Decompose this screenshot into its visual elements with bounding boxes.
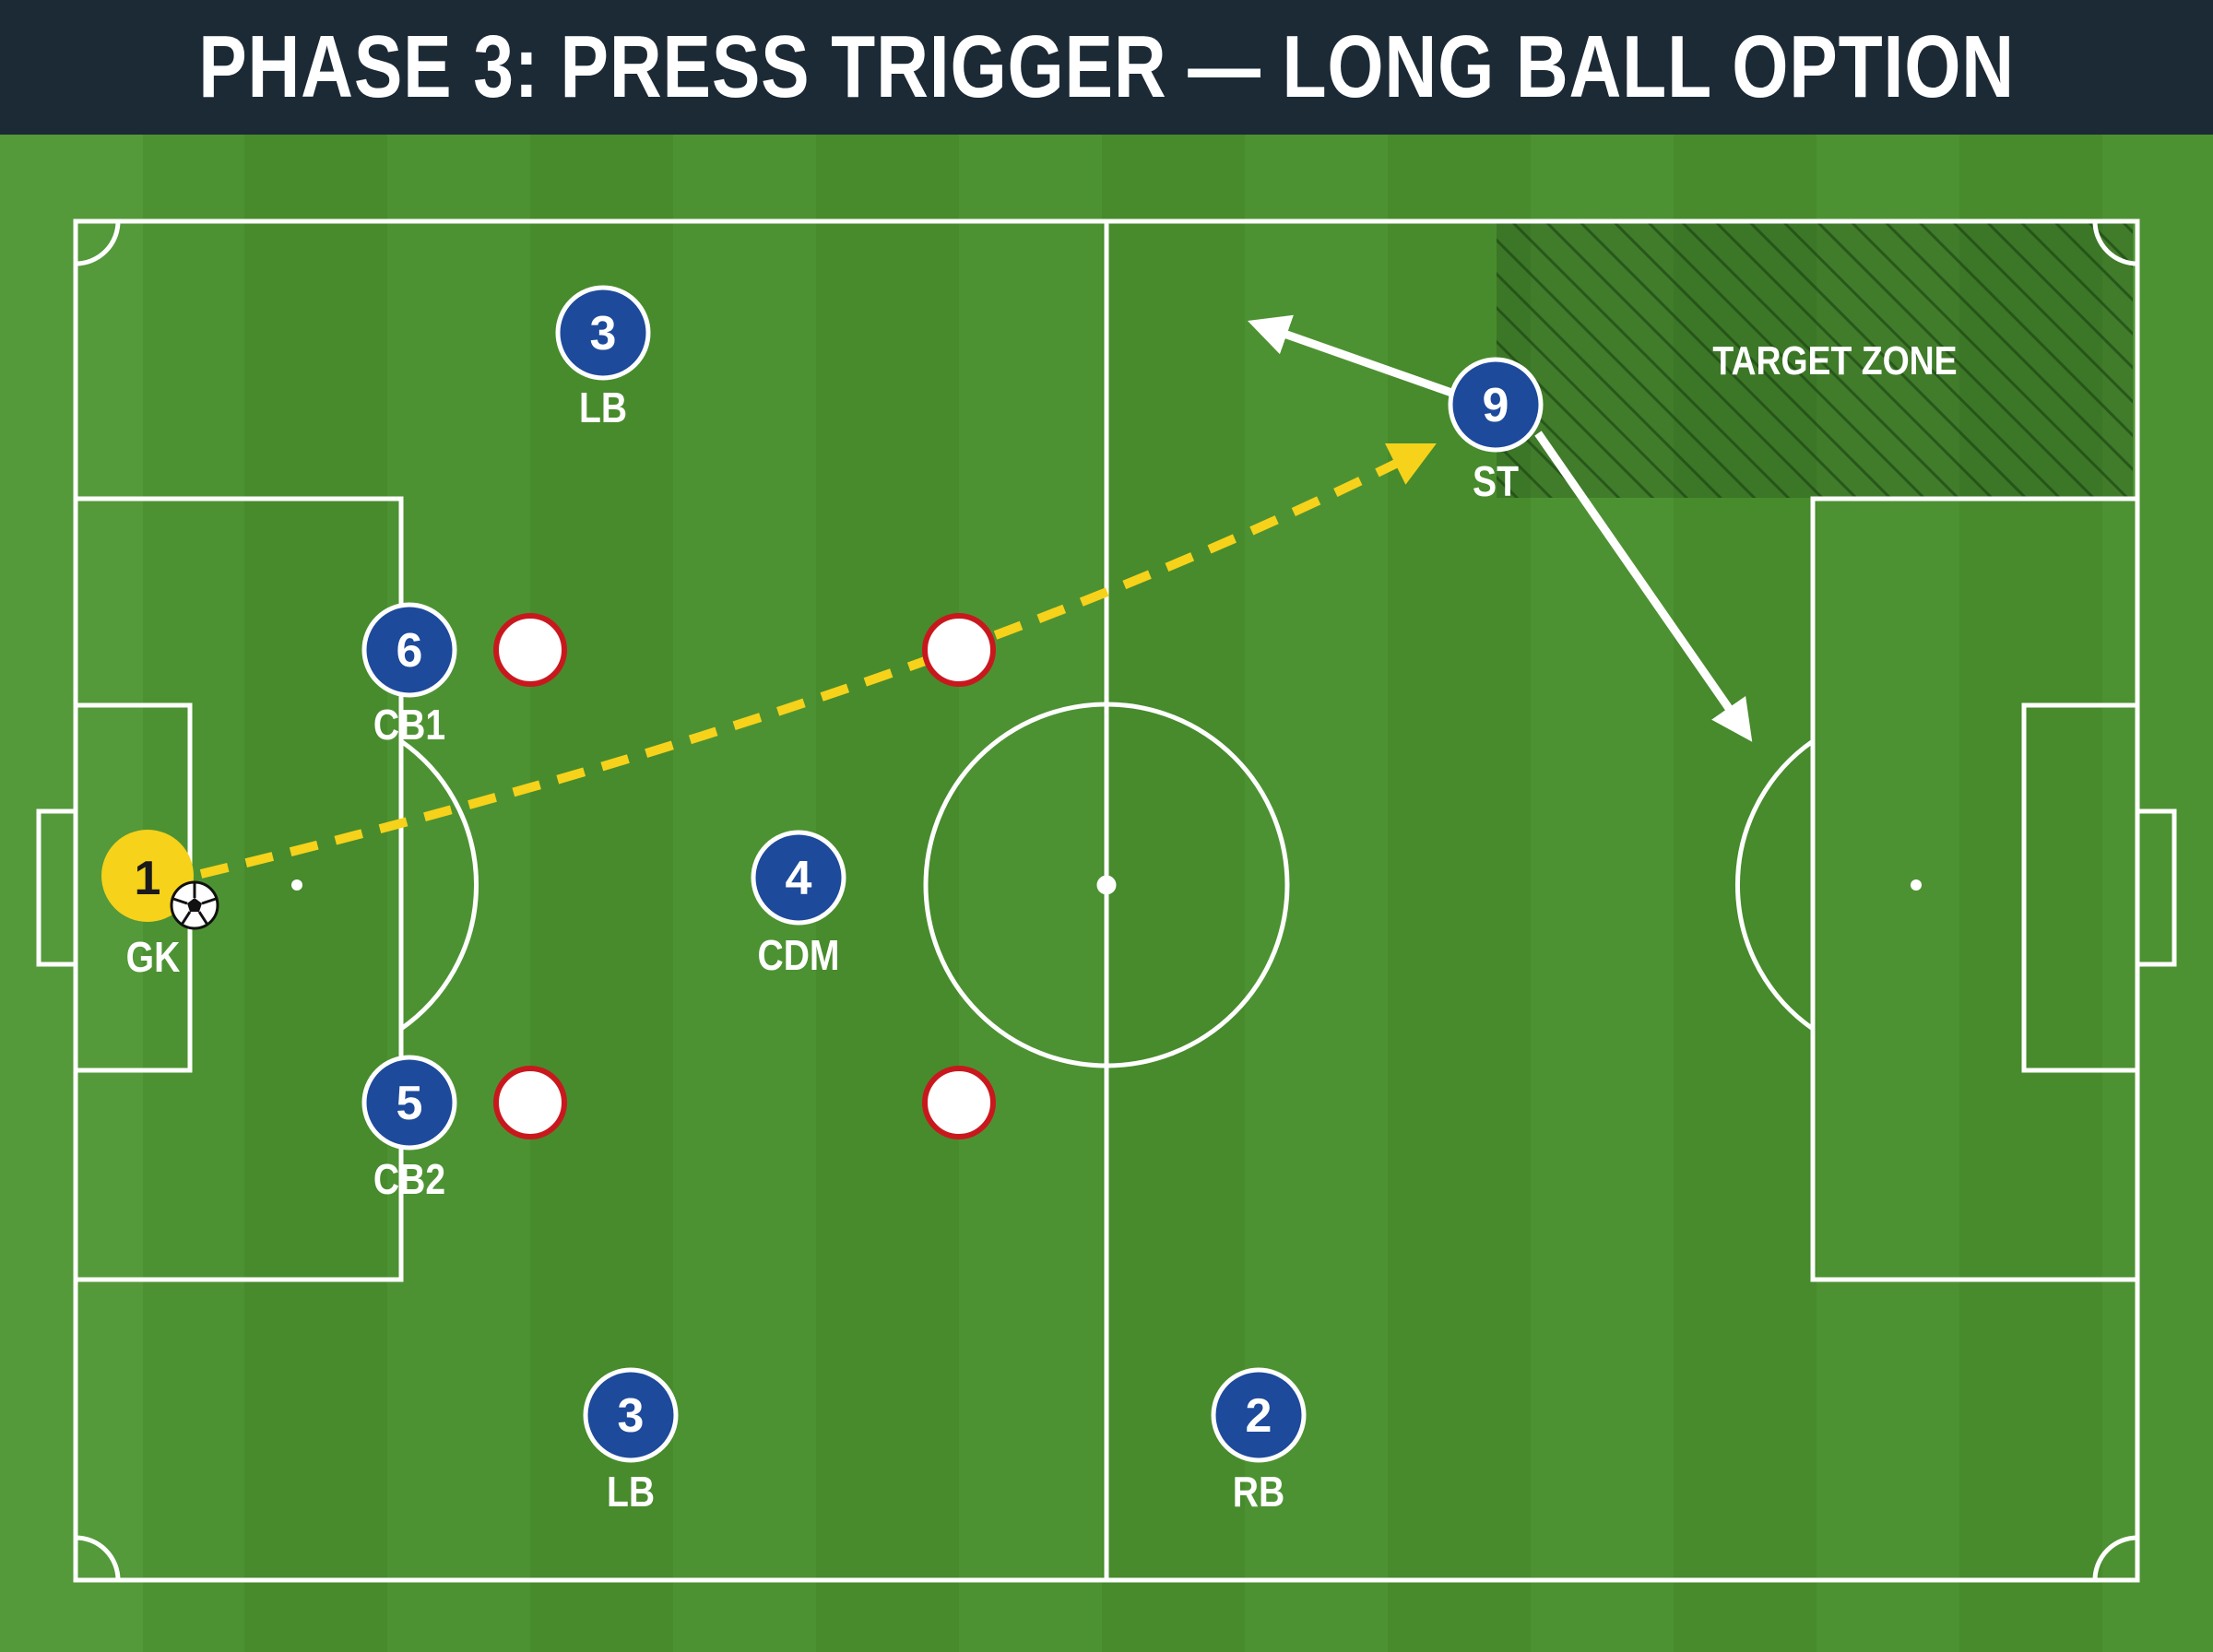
target-zone-area [1497, 223, 2133, 498]
player-st[interactable]: 9 ST [1448, 357, 1544, 506]
striker-check-run-arrow [1248, 314, 1459, 399]
player-role: ST [1473, 458, 1519, 506]
player-number: 5 [396, 1077, 423, 1130]
player-number: 3 [590, 307, 617, 360]
long-ball-pass-arrow [199, 443, 1437, 879]
player-role: RB [1233, 1469, 1284, 1516]
striker-box-run-arrow [1534, 431, 1753, 742]
corner-arc-bottom-left [75, 1535, 121, 1581]
player-role: CB1 [373, 702, 445, 749]
player-token [555, 285, 651, 381]
player-role: CB2 [373, 1156, 445, 1204]
player-lb-bottom[interactable]: 3 LB [583, 1367, 679, 1516]
opponent-markers [493, 613, 996, 1139]
player-cdm[interactable]: 4 CDM [751, 830, 846, 980]
goalkeeper-token [101, 830, 194, 922]
player-cb2[interactable]: 5 CB2 [361, 1055, 457, 1204]
player-number: 1 [135, 852, 161, 905]
player-cb1[interactable]: 6 CB1 [361, 602, 457, 749]
player-number: 2 [1246, 1389, 1272, 1443]
diagram-title: PHASE 3: PRESS TRIGGER — LONG BALL OPTIO… [198, 18, 2015, 116]
right-penalty-spot [1911, 879, 1922, 891]
left-goal [36, 808, 78, 967]
player-rb[interactable]: 2 RB [1211, 1367, 1307, 1516]
player-number: 4 [786, 852, 812, 905]
player-number: 6 [396, 624, 423, 678]
player-number: 3 [618, 1389, 645, 1443]
football-pitch: TARGET ZONE [0, 135, 2213, 1652]
player-role: CDM [757, 932, 839, 980]
corner-arc-top-right [2092, 220, 2138, 266]
corner-arc-top-left [75, 220, 121, 266]
right-goal [2135, 808, 2177, 967]
opponent-marker[interactable] [493, 613, 567, 687]
player-token [361, 602, 457, 698]
center-circle [923, 702, 1290, 1068]
player-token [1448, 357, 1544, 453]
title-bar: PHASE 3: PRESS TRIGGER — LONG BALL OPTIO… [0, 0, 2213, 135]
left-penalty-spot [291, 879, 302, 891]
player-token [583, 1367, 679, 1463]
player-token [361, 1055, 457, 1150]
player-lb-top[interactable]: 3 LB [555, 285, 651, 432]
opponent-marker[interactable] [922, 613, 996, 687]
target-zone: TARGET ZONE [1497, 223, 2133, 498]
opponent-marker[interactable] [922, 1066, 996, 1139]
player-token [751, 830, 846, 926]
player-role: LB [607, 1469, 655, 1516]
player-token [1211, 1367, 1307, 1463]
player-number: 9 [1483, 379, 1509, 432]
center-spot [1096, 875, 1117, 895]
opponent-marker[interactable] [493, 1066, 567, 1139]
right-penalty-arc [1734, 738, 1815, 1032]
player-role: GK [126, 934, 181, 982]
pitch-markings [36, 218, 2177, 1583]
left-penalty-arc [399, 738, 479, 1032]
player-gk[interactable]: 1 GK [101, 830, 219, 982]
target-zone-label: TARGET ZONE [1712, 337, 1957, 384]
corner-arc-bottom-right [2092, 1535, 2138, 1581]
soccer-ball-icon [170, 880, 219, 930]
player-role: LB [579, 384, 627, 432]
